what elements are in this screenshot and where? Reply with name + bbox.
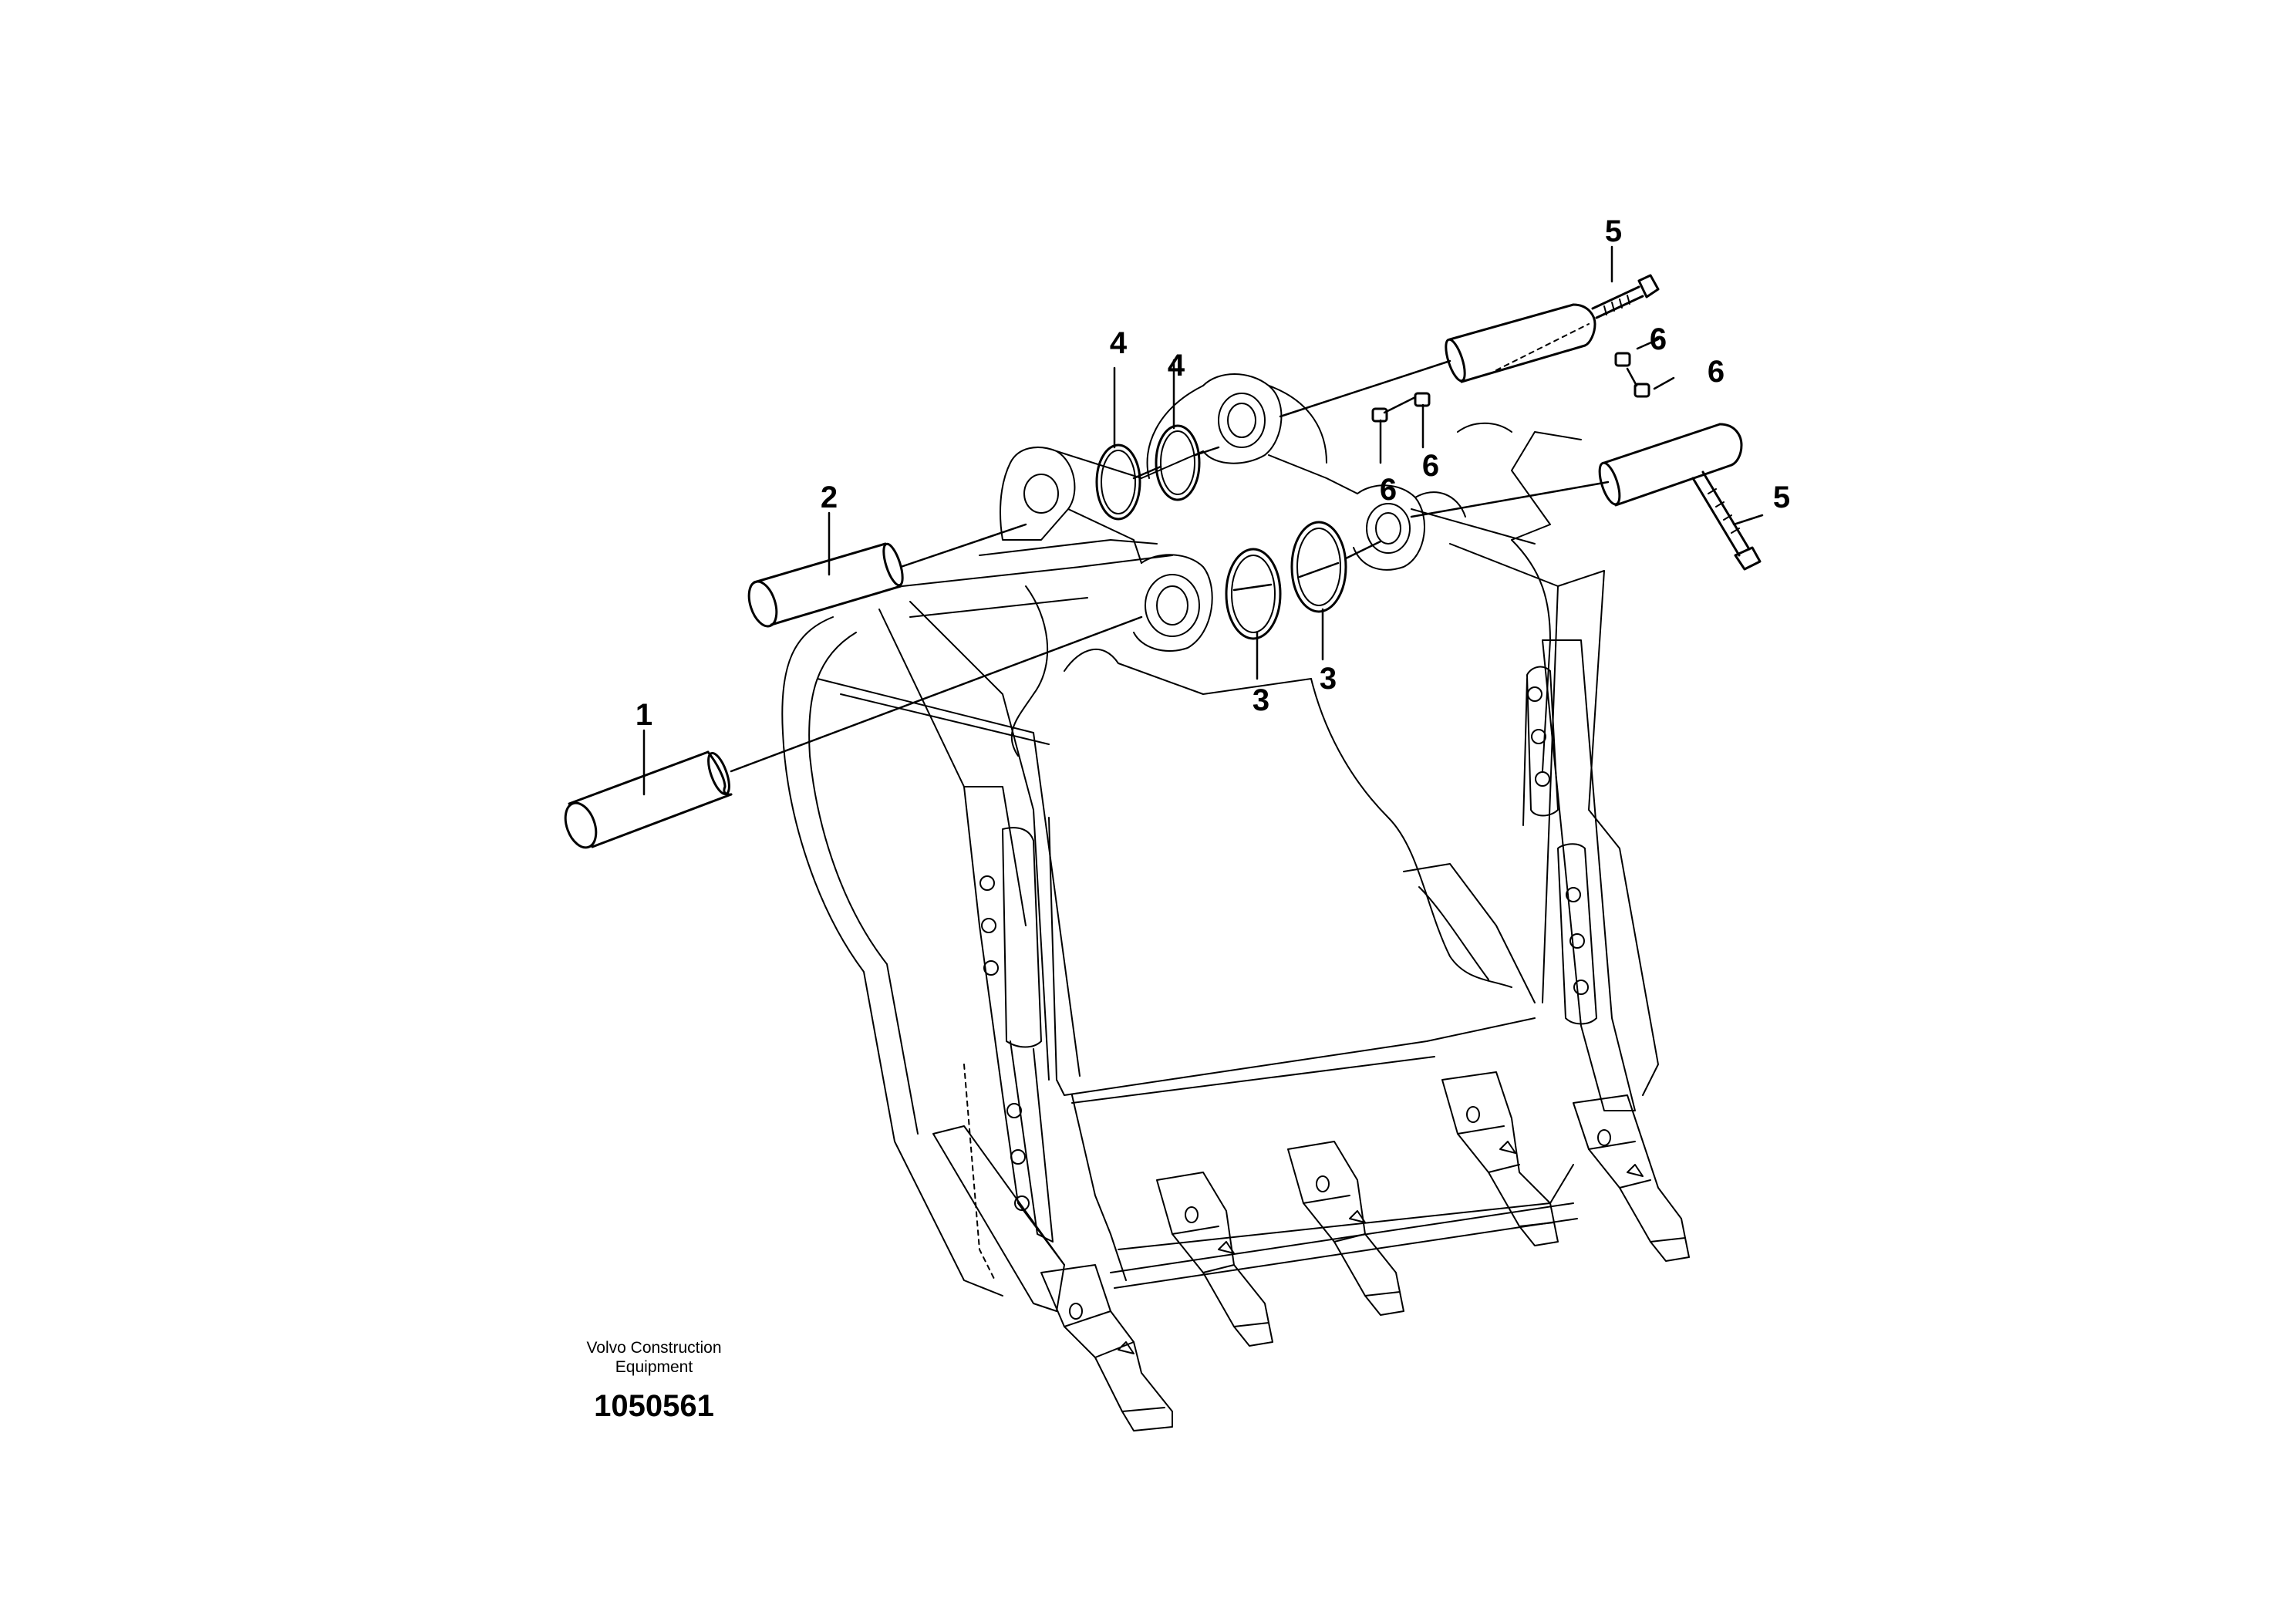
callout-4a: 4 (1109, 326, 1128, 360)
tooth-2 (1156, 1172, 1273, 1347)
publisher-line-1: Volvo Construction (586, 1339, 722, 1357)
o-ring-4a (1095, 443, 1141, 521)
nut-6c (1614, 352, 1631, 367)
leader-lines (642, 245, 1764, 796)
callout-6b: 6 (1421, 449, 1440, 483)
pin-bosses (1000, 373, 1466, 652)
callout-3a: 3 (1252, 683, 1270, 717)
o-ring-3b (1290, 521, 1347, 613)
callout-5a: 5 (1604, 214, 1623, 248)
bucket-body (781, 422, 1659, 1312)
tooth-3 (1287, 1141, 1404, 1316)
o-ring-4b (1155, 424, 1201, 501)
pin-2 (747, 542, 904, 628)
nut-6d (1633, 383, 1650, 398)
callout-3b: 3 (1319, 662, 1337, 696)
o-ring-3a (1225, 548, 1282, 640)
pin-upper-right (1445, 303, 1596, 383)
publisher-line-2: Equipment (615, 1358, 693, 1376)
pins (564, 303, 1743, 849)
callout-6c: 6 (1649, 322, 1667, 356)
image-id: 1050561 (594, 1389, 714, 1423)
callout-6a: 6 (1379, 473, 1397, 507)
nut-6a (1371, 407, 1388, 423)
callout-4b: 4 (1167, 349, 1185, 383)
fasteners (1371, 274, 1762, 571)
bolt-5-lower (1691, 470, 1762, 571)
tooth-5 (1573, 1094, 1690, 1262)
bucket-teeth (1040, 1071, 1690, 1431)
bolt-5-upper (1591, 274, 1660, 319)
o-rings (1095, 424, 1347, 640)
figure-caption: Volvo Construction Equipment 1050561 (586, 1338, 721, 1424)
pin-1 (564, 750, 733, 849)
callout-6d: 6 (1707, 355, 1725, 389)
callout-1: 1 (635, 698, 653, 732)
tooth-1 (1040, 1264, 1173, 1431)
callout-5b: 5 (1772, 481, 1791, 514)
pin-lower-right (1598, 423, 1743, 507)
callout-2: 2 (820, 481, 838, 514)
nut-6b (1414, 392, 1431, 407)
